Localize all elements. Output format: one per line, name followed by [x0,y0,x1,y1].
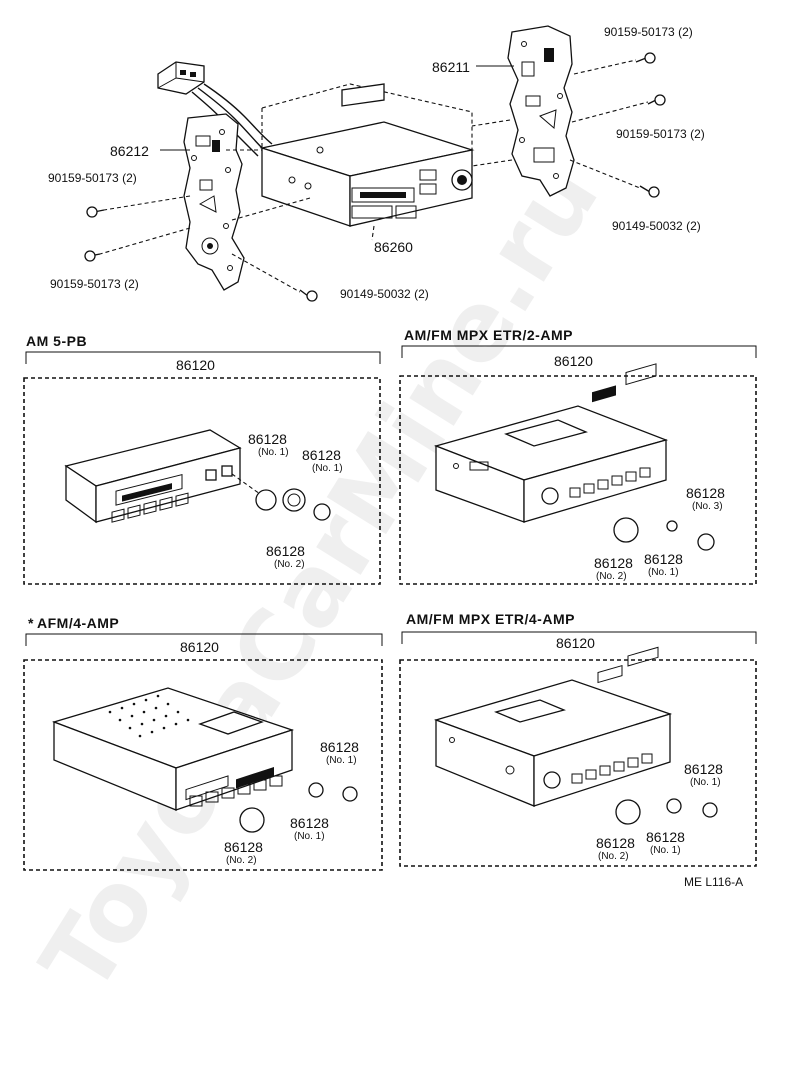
knob-label-part: 86128 [266,543,305,559]
radio-chassis-86260 [259,83,475,241]
knob-label-part: 86128 [646,829,685,845]
label-86211: 86211 [432,59,470,75]
panel-afm-4amp: * AFM/4-AMP 86120 86128 (No. 1) 86128 [23,615,383,871]
assembly-box [23,377,381,585]
assembly-box [399,375,757,585]
assembly-label: 86120 [176,357,215,373]
knob-label-note: (No. 2) [598,851,629,862]
knob-label-note: (No. 3) [692,501,723,512]
screw-l1 [86,195,191,218]
knob-label-part: 86128 [596,835,635,851]
knob-label-part: 86128 [248,431,287,447]
knob-label-note: (No. 2) [274,559,305,570]
vent-grille [108,694,190,738]
panel-amfm-etr-2amp: AM/FM MPX ETR/2-AMP 86120 86128 (No. 2) … [399,327,757,585]
knob-label-note: (No. 1) [294,831,325,842]
knob-label-note: (No. 1) [690,777,721,788]
panel-title: AM/FM MPX ETR/2-AMP [404,327,573,343]
label-86260: 86260 [374,239,413,255]
label-screw-tr3: 90149-50032 (2) [612,219,701,233]
panel-title-prefix: * [28,615,34,631]
panel-am-5pb: AM 5-PB 86120 86128 (No. 1) 86128 (No. 1… [23,333,381,585]
assembly-label: 86120 [556,635,595,651]
knob-label-note: (No. 1) [650,845,681,856]
drawing-code: ME L116-A [684,875,743,889]
knob-label-note: (No. 1) [312,463,343,474]
screw-bottom [231,253,318,302]
panel-title: AM 5-PB [26,333,87,349]
panel-title: AM/FM MPX ETR/4-AMP [406,611,575,627]
screw-tr3 [569,159,660,198]
knob-label-note: (No. 1) [258,447,289,458]
bracket-86211 [471,25,575,197]
top-exploded-view: 86211 86212 86260 90159-50173 (2) 90159-… [48,25,705,302]
knob-label-part: 86128 [686,485,725,501]
knob-label-part: 86128 [644,551,683,567]
label-screw-l2: 90159-50173 (2) [50,277,139,291]
screw-l2 [84,227,191,262]
label-screw-bottom: 90149-50032 (2) [340,287,429,301]
screw-tr1 [573,52,656,75]
assembly-box [399,659,757,867]
label-screw-tr2: 90159-50173 (2) [616,127,705,141]
knob-label-part: 86128 [594,555,633,571]
panel-title: AFM/4-AMP [37,615,119,631]
knob-label-part: 86128 [290,815,329,831]
assembly-label: 86120 [554,353,593,369]
knob-label-part: 86128 [224,839,263,855]
wire-harness [157,61,273,157]
label-86212: 86212 [110,143,149,159]
label-screw-l1: 90159-50173 (2) [48,171,137,185]
knob-label-note: (No. 1) [326,755,357,766]
screw-tr2 [571,94,666,123]
assembly-box [23,659,383,871]
panel-amfm-etr-4amp: AM/FM MPX ETR/4-AMP 86120 86128 (No. 1) … [399,611,757,867]
knob-label-part: 86128 [684,761,723,777]
watermark: ToyotaCarMine.ru [20,143,621,1012]
knob-label-note: (No. 2) [226,855,257,866]
knob-label-part: 86128 [302,447,341,463]
knob-label-part: 86128 [320,739,359,755]
label-screw-tr1: 90159-50173 (2) [604,25,693,39]
bracket-86212 [183,113,311,291]
knob-label-note: (No. 1) [648,567,679,578]
knob-label-note: (No. 2) [596,571,627,582]
assembly-label: 86120 [180,639,219,655]
